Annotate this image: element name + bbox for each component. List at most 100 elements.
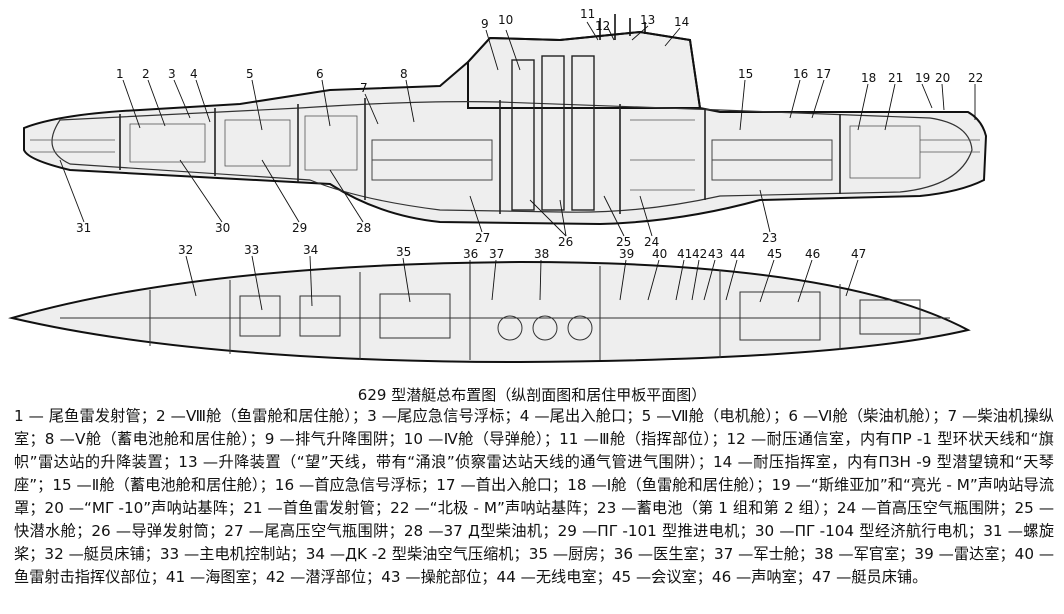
bulkheads (119, 98, 841, 214)
label-4: 4 (190, 67, 198, 81)
legend-item: 32 —艇员床铺； (44, 545, 160, 563)
legend-item: 31 —螺旋桨； (14, 522, 1055, 563)
label-11: 11 (580, 7, 595, 21)
legend-item: 35 —厨房； (528, 545, 614, 563)
legend-item: 43 —操舵部位； (381, 568, 497, 586)
legend-item: 17 —首出入舱口； (436, 476, 568, 494)
legend-item: 30 —ΠΓ -104 型经济航行电机； (754, 522, 984, 540)
legend-item: 12 —耐压通信室，内有ΠP -1 型环状天线和“旗帜”雷达站的升降装置； (14, 430, 1054, 471)
sail-outline (467, 30, 702, 109)
longitudinal-section (23, 14, 988, 226)
label-31: 31 (76, 221, 91, 235)
deck-plan (8, 260, 971, 364)
legend-item: 41 —海图室； (165, 568, 266, 586)
label-43: 43 (708, 247, 723, 261)
figure-caption: 629 型潜艇总布置图（纵剖面图和居住甲板平面图） (357, 386, 707, 404)
label-21: 21 (888, 71, 903, 85)
label-39: 39 (619, 247, 634, 261)
label-25: 25 (616, 235, 631, 249)
legend-item: 36 —医生室； (613, 545, 714, 563)
legend-item: 26 —导弹发射筒； (91, 522, 225, 540)
legend-item: 4 —尾出入舱口； (519, 407, 642, 425)
label-37: 37 (489, 247, 504, 261)
label-24: 24 (644, 235, 659, 249)
label-18: 18 (861, 71, 876, 85)
label-2: 2 (142, 67, 150, 81)
label-22: 22 (968, 71, 983, 85)
label-27: 27 (475, 231, 490, 245)
legend-item: 10 —Ⅳ舱（导弹舱）； (403, 430, 560, 448)
label-17: 17 (816, 67, 831, 81)
label-41: 41 (677, 247, 692, 261)
legend-item: 33 —主电机控制站； (159, 545, 306, 563)
label-20: 20 (935, 71, 950, 85)
label-29: 29 (292, 221, 307, 235)
number-labels: 1 2 3 4 5 6 7 8 9 10 11 12 13 14 15 16 1… (76, 7, 983, 261)
legend-item: 15 —Ⅱ舱（蓄电池舱和居住舱）； (52, 476, 275, 494)
label-23: 23 (762, 231, 777, 245)
legend-item: 27 —尾高压空气瓶围阱； (224, 522, 404, 540)
label-28: 28 (356, 221, 371, 235)
label-19: 19 (915, 71, 930, 85)
label-40: 40 (652, 247, 667, 261)
legend-item: 44 —无线电室； (496, 568, 612, 586)
label-13: 13 (640, 13, 655, 27)
legend-item: 20 —“MΓ -10”声呐站基阵； (44, 499, 244, 517)
label-15: 15 (738, 67, 753, 81)
label-46: 46 (805, 247, 820, 261)
legend-item: 38 —军官室； (814, 545, 915, 563)
legend-item: 6 —Ⅵ舱（柴油机舱）； (788, 407, 948, 425)
legend-item: 21 —首鱼雷发射管； (243, 499, 391, 517)
label-33: 33 (244, 243, 259, 257)
label-7: 7 (360, 81, 368, 95)
label-16: 16 (793, 67, 808, 81)
legend-item: 46 —声呐室； (711, 568, 812, 586)
label-47: 47 (851, 247, 866, 261)
label-6: 6 (316, 67, 324, 81)
label-1: 1 (116, 67, 124, 81)
legend-item: 19 —“斯维亚加”和“亮光 - M”声呐站导流罩； (14, 476, 1055, 517)
legend-item: 9 —排气升降围阱； (264, 430, 404, 448)
deck-compartments (60, 266, 950, 360)
label-5: 5 (246, 67, 254, 81)
pressure-hull (51, 101, 973, 213)
legend-item: 18 —Ⅰ舱（鱼雷舱和居住舱）； (567, 476, 772, 494)
legend-item: 13 —升降装置（“望”天线，带有“涌浪”侦察雷达站天线的通气管进气围阱）； (178, 453, 713, 471)
legend-item: 8 —Ⅴ舱（蓄电池舱和居住舱）； (44, 430, 265, 448)
legend-item: 3 —尾应急信号浮标； (367, 407, 520, 425)
legend-item: 22 —“北极 - M”声呐站基阵； (390, 499, 597, 517)
label-26: 26 (558, 235, 573, 249)
hull-outline (23, 30, 988, 226)
legend-item: 7 —柴油机操纵室； (14, 407, 1054, 448)
legend-item: 23 —蓄电池（第 1 组和第 2 组）； (596, 499, 837, 517)
label-45: 45 (767, 247, 782, 261)
legend-item: 14 —耐压指挥室，内有ΠЗH -9 型潜望镜和“天琴座”； (14, 453, 1054, 494)
label-9: 9 (481, 17, 489, 31)
legend-item: 42 —潜浮部位； (265, 568, 382, 586)
legend-item: 29 —ΠΓ -101 型推进电机； (557, 522, 755, 540)
legend-item: 40 —鱼雷射击指挥仪部位； (14, 545, 1055, 586)
legend-item: 28 —37 Д型柴油机； (403, 522, 558, 540)
label-12: 12 (595, 19, 610, 33)
figure-legend: 1 — 尾鱼雷发射管；2 —Ⅷ舱（鱼雷舱和居住舱）；3 —尾应急信号浮标；4 —… (14, 405, 1054, 589)
legend-item: 1 — 尾鱼雷发射管； (14, 407, 157, 425)
label-30: 30 (215, 221, 230, 235)
legend-item: 16 —首应急信号浮标； (274, 476, 437, 494)
legend-item: 47 —艇员床铺。 (812, 568, 928, 586)
label-35: 35 (396, 245, 411, 259)
legend-item: 2 —Ⅷ舱（鱼雷舱和居住舱）； (156, 407, 368, 425)
label-38: 38 (534, 247, 549, 261)
legend-item: 5 —Ⅶ舱（电机舱）； (641, 407, 789, 425)
label-32: 32 (178, 243, 193, 257)
label-8: 8 (400, 67, 408, 81)
legend-item: 37 —军士舱； (713, 545, 815, 563)
battery-blocks (371, 139, 833, 181)
label-34: 34 (303, 243, 318, 257)
legend-item: 11 —Ⅲ舱（指挥部位）； (559, 430, 727, 448)
legend-item: 25 —快潜水舱； (14, 499, 1055, 540)
machinery-detail (30, 115, 980, 191)
masts (599, 14, 646, 40)
leader-lines (59, 21, 976, 311)
label-42: 42 (692, 247, 707, 261)
